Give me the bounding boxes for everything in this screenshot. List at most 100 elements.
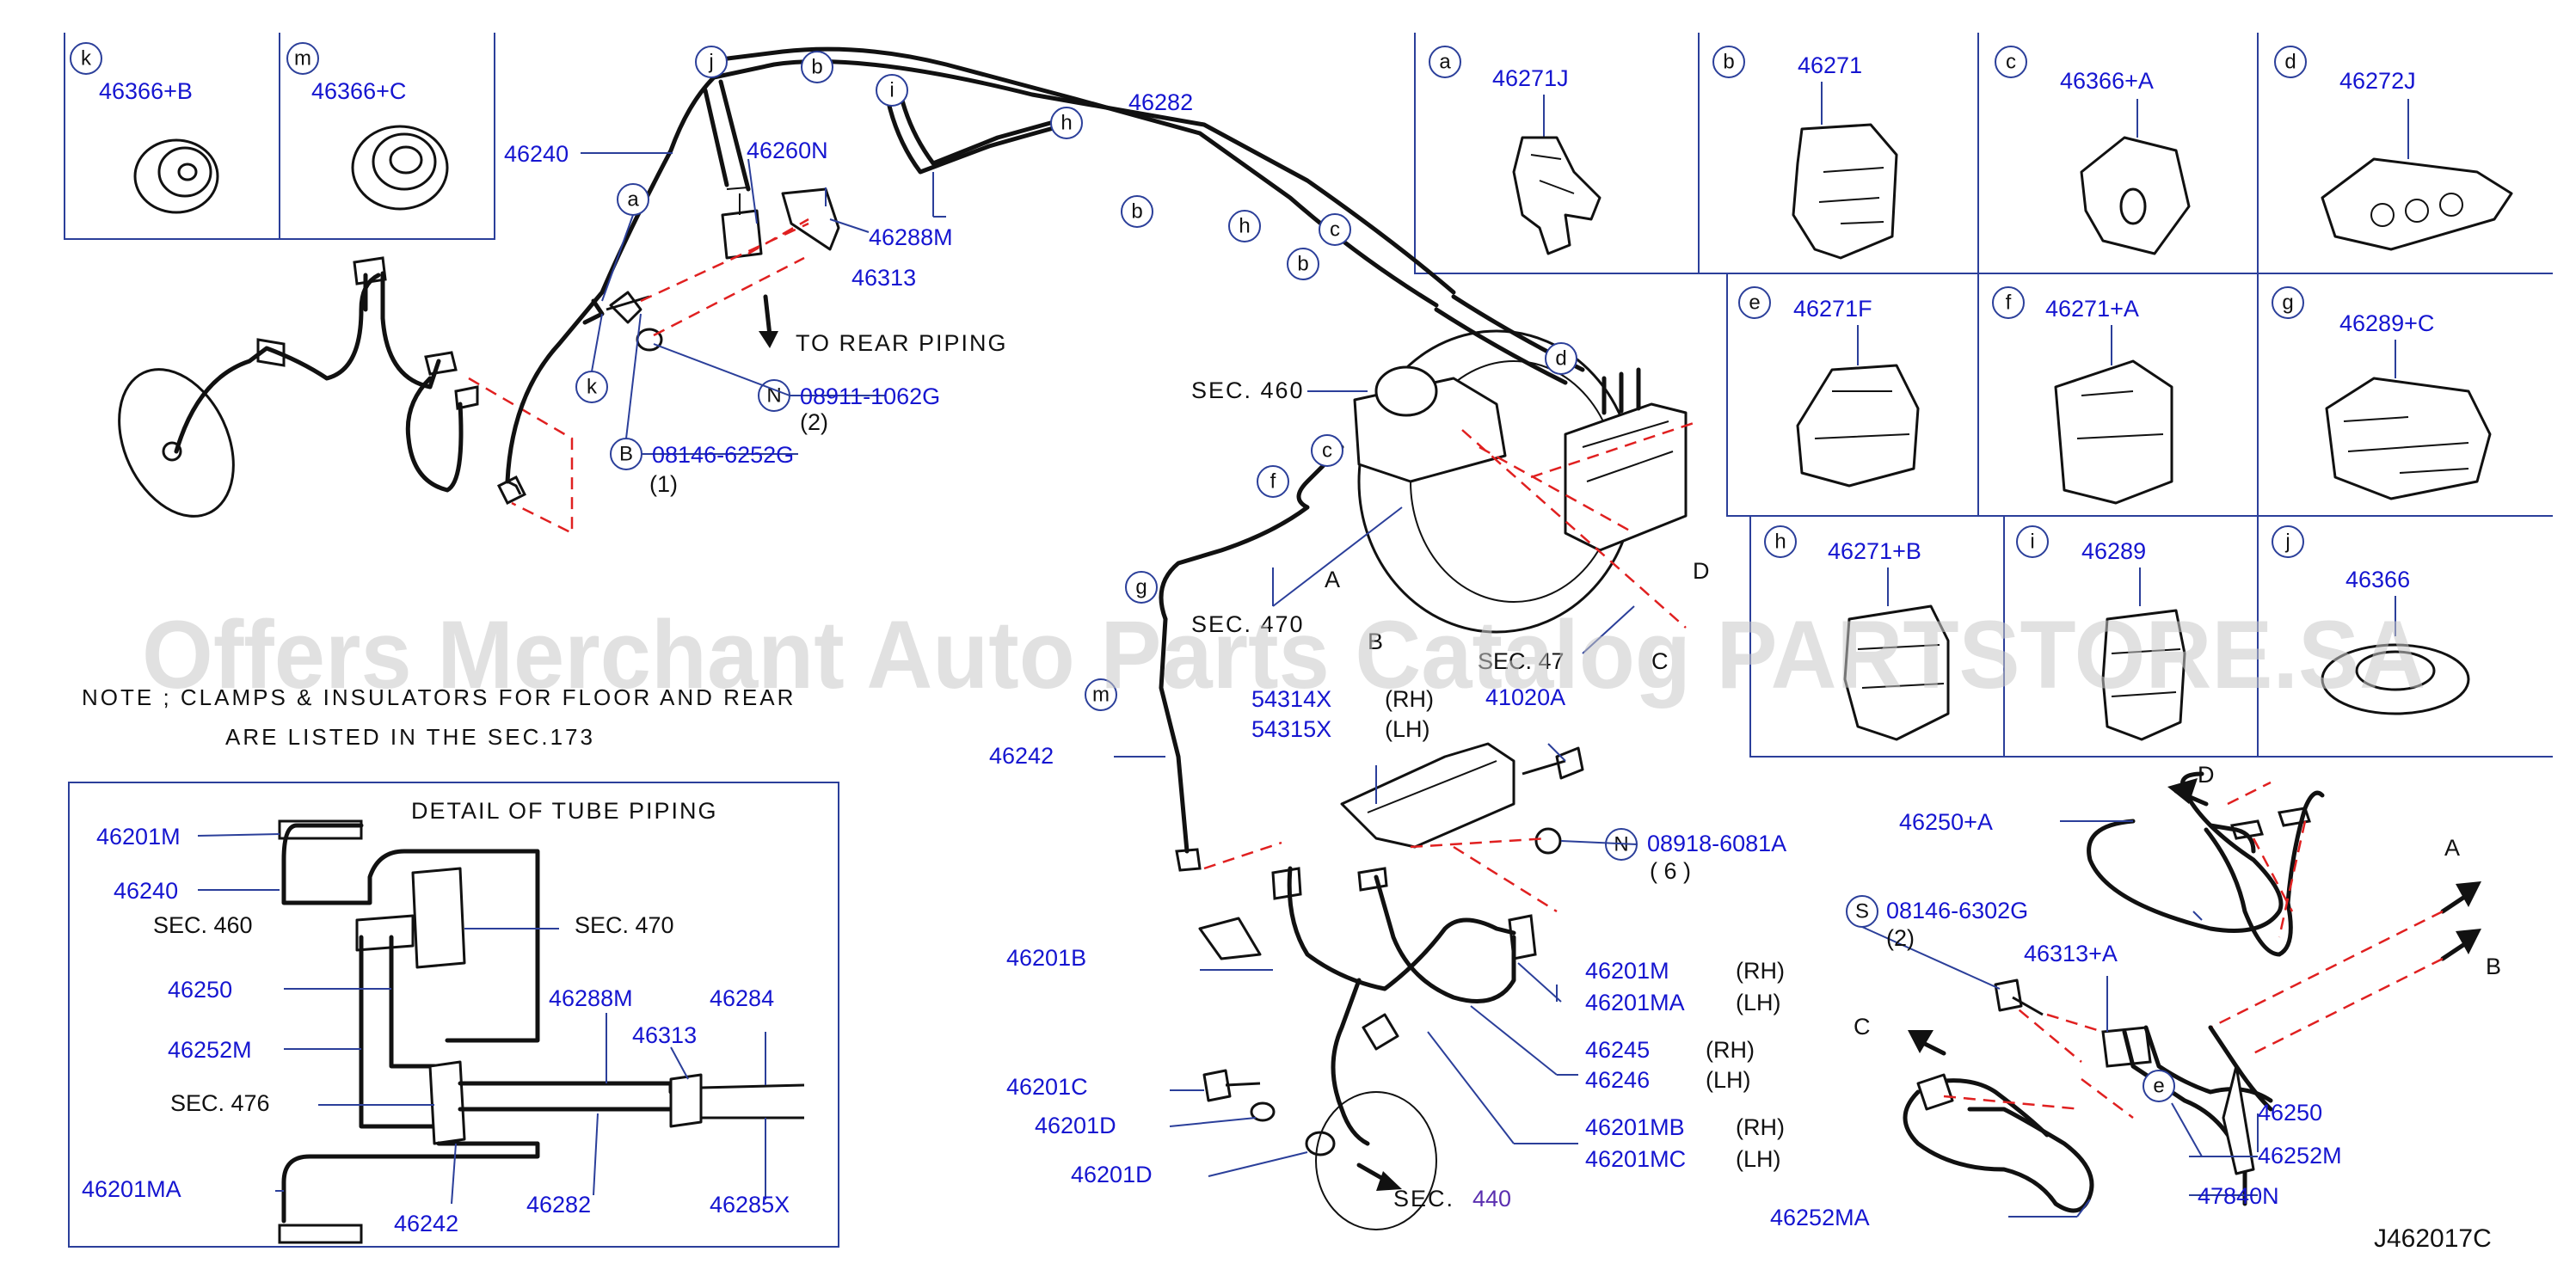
part-number-label[interactable]: 46366 — [2345, 567, 2410, 592]
label-46246[interactable]: 46246 — [1585, 1067, 1650, 1093]
sec-440-label[interactable]: SEC. — [1393, 1186, 1454, 1212]
label-46242[interactable]: 46242 — [989, 743, 1054, 769]
detail-label-46201MA[interactable]: 46201MA — [82, 1176, 181, 1202]
label-08918-6081A[interactable]: 08918-6081A — [1647, 831, 1786, 856]
rh-text: (RH) — [1706, 1037, 1755, 1063]
detail-label-46284[interactable]: 46284 — [710, 985, 774, 1011]
label-08911-1062G[interactable]: 08911-1062G — [800, 383, 940, 409]
callout-b-circle-3[interactable]: b — [1287, 248, 1319, 280]
callout-m-circle[interactable]: m — [1085, 678, 1117, 711]
detail-sec-460[interactable]: SEC. 460 — [153, 912, 253, 938]
label-47840N[interactable]: 47840N — [2198, 1183, 2279, 1209]
detail-label-46240[interactable]: 46240 — [114, 878, 178, 904]
detail-sec-476[interactable]: SEC. 476 — [170, 1090, 270, 1116]
detail-sec-470[interactable]: SEC. 470 — [575, 912, 674, 938]
sec-440-number[interactable]: 440 — [1472, 1186, 1511, 1212]
detail-label-46288M[interactable]: 46288M — [549, 985, 633, 1011]
inset-b[interactable]: b 46271 — [1712, 46, 1898, 260]
label-46252MA[interactable]: 46252MA — [1770, 1205, 1870, 1230]
callout-g-circle[interactable]: g — [1125, 571, 1158, 604]
detail-label-46313[interactable]: 46313 — [632, 1022, 697, 1048]
inset-g[interactable]: g 46289+C — [2272, 286, 2492, 500]
detail-label-46250[interactable]: 46250 — [168, 977, 232, 1003]
sec-460-label[interactable]: SEC. 460 — [1191, 377, 1305, 403]
inset-f[interactable]: f 46271+A — [1992, 286, 2173, 505]
sec-476-partial-label[interactable]: SEC. 47 — [1478, 648, 1565, 674]
direction-letter-a-2: A — [2444, 835, 2460, 861]
grommet-icon — [2321, 643, 2470, 715]
part-number-label[interactable]: 46289+C — [2339, 310, 2434, 336]
callout-i-circle[interactable]: i — [876, 74, 908, 107]
callout-h-circle-2[interactable]: h — [1228, 210, 1261, 242]
callout-h-circle[interactable]: h — [1050, 107, 1083, 139]
part-number-label[interactable]: 46366+C — [311, 78, 406, 104]
inset-h[interactable]: h 46271+B — [1764, 525, 1950, 741]
part-number-label[interactable]: 46272J — [2339, 68, 2416, 94]
part-number-label[interactable]: 46271 — [1798, 52, 1862, 78]
label-46288M[interactable]: 46288M — [869, 224, 953, 250]
label-41020A[interactable]: 41020A — [1485, 684, 1565, 710]
part-number-label[interactable]: 46366+A — [2060, 68, 2154, 94]
detail-label-46201M[interactable]: 46201M — [96, 824, 181, 850]
label-46201D-1[interactable]: 46201D — [1035, 1113, 1116, 1138]
inset-e[interactable]: e 46271F — [1738, 286, 1920, 488]
arrow-up-right-icon — [2440, 881, 2481, 961]
callout-f-circle[interactable]: f — [1257, 465, 1289, 498]
label-46282[interactable]: 46282 — [1128, 89, 1193, 115]
label-46201B[interactable]: 46201B — [1006, 945, 1086, 971]
part-number-label[interactable]: 46289 — [2081, 538, 2146, 564]
part-number-label[interactable]: 46271+A — [2045, 296, 2139, 322]
label-46201D-2[interactable]: 46201D — [1071, 1162, 1153, 1187]
bolt-icon — [1522, 746, 1584, 780]
label-46260N[interactable]: 46260N — [747, 138, 828, 163]
part-number-label[interactable]: 46271F — [1793, 296, 1872, 322]
label-46201MA-lh[interactable]: 46201MA — [1585, 990, 1685, 1015]
inset-a[interactable]: a 46271J — [1429, 46, 1602, 255]
svg-text:d: d — [1555, 347, 1566, 371]
label-46201C[interactable]: 46201C — [1006, 1074, 1088, 1100]
inset-k[interactable]: k 46366+B — [70, 42, 219, 214]
detail-label-46252M[interactable]: 46252M — [168, 1037, 252, 1063]
callout-k-circle[interactable]: k — [575, 371, 608, 403]
callout-c-circle[interactable]: c — [1319, 213, 1351, 246]
callout-c-circle-2[interactable]: c — [1311, 434, 1343, 467]
label-46252M[interactable]: 46252M — [2258, 1143, 2342, 1169]
part-number-label[interactable]: 46271J — [1492, 65, 1569, 91]
label-46250[interactable]: 46250 — [2258, 1100, 2322, 1126]
label-54315X[interactable]: 54315X — [1251, 716, 1331, 742]
callout-j-circle[interactable]: j — [695, 46, 728, 78]
label-46250-A[interactable]: 46250+A — [1899, 809, 1993, 835]
callout-b-circle[interactable]: b — [801, 51, 833, 83]
clip-icon — [1796, 364, 1920, 488]
inset-letter: e — [1749, 291, 1760, 315]
inset-m[interactable]: m 46366+C — [286, 42, 449, 211]
callout-b-circle-2[interactable]: b — [1121, 195, 1153, 228]
label-46201MB[interactable]: 46201MB — [1585, 1114, 1685, 1140]
label-46313[interactable]: 46313 — [851, 265, 916, 291]
callout-S-circle[interactable]: S — [1846, 895, 1878, 928]
label-46201M-rh[interactable]: 46201M — [1585, 958, 1669, 984]
label-46313-A[interactable]: 46313+A — [2024, 941, 2118, 966]
callout-d-circle[interactable]: d — [1545, 342, 1577, 375]
inset-j[interactable]: j 46366 — [2272, 525, 2470, 715]
part-number-label[interactable]: 46271+B — [1828, 538, 1921, 564]
label-46240[interactable]: 46240 — [504, 141, 569, 167]
inset-d[interactable]: d 46272J — [2274, 46, 2513, 251]
inset-c[interactable]: c 46366+A — [1995, 46, 2191, 255]
label-08146-6302G[interactable]: 08146-6302G — [1886, 898, 2028, 923]
label-54314X[interactable]: 54314X — [1251, 686, 1331, 712]
label-08146-6252G[interactable]: 08146-6252G — [652, 442, 794, 468]
detail-label-46285X[interactable]: 46285X — [710, 1192, 790, 1218]
inset-grid-right — [1414, 33, 2553, 758]
sec-470-label[interactable]: SEC. 470 — [1191, 611, 1305, 637]
detail-label-46282[interactable]: 46282 — [526, 1192, 591, 1218]
part-number-label[interactable]: 46366+B — [99, 78, 193, 104]
label-46245[interactable]: 46245 — [1585, 1037, 1650, 1063]
callout-e-circle[interactable]: e — [2143, 1070, 2175, 1102]
label-46201MC[interactable]: 46201MC — [1585, 1146, 1686, 1172]
callout-a-circle[interactable]: a — [617, 183, 649, 216]
leader-lines — [581, 152, 2259, 1218]
inset-i[interactable]: i 46289 — [2016, 525, 2186, 741]
detail-label-46242[interactable]: 46242 — [394, 1211, 458, 1236]
callout-B-circle[interactable]: B — [610, 438, 642, 470]
